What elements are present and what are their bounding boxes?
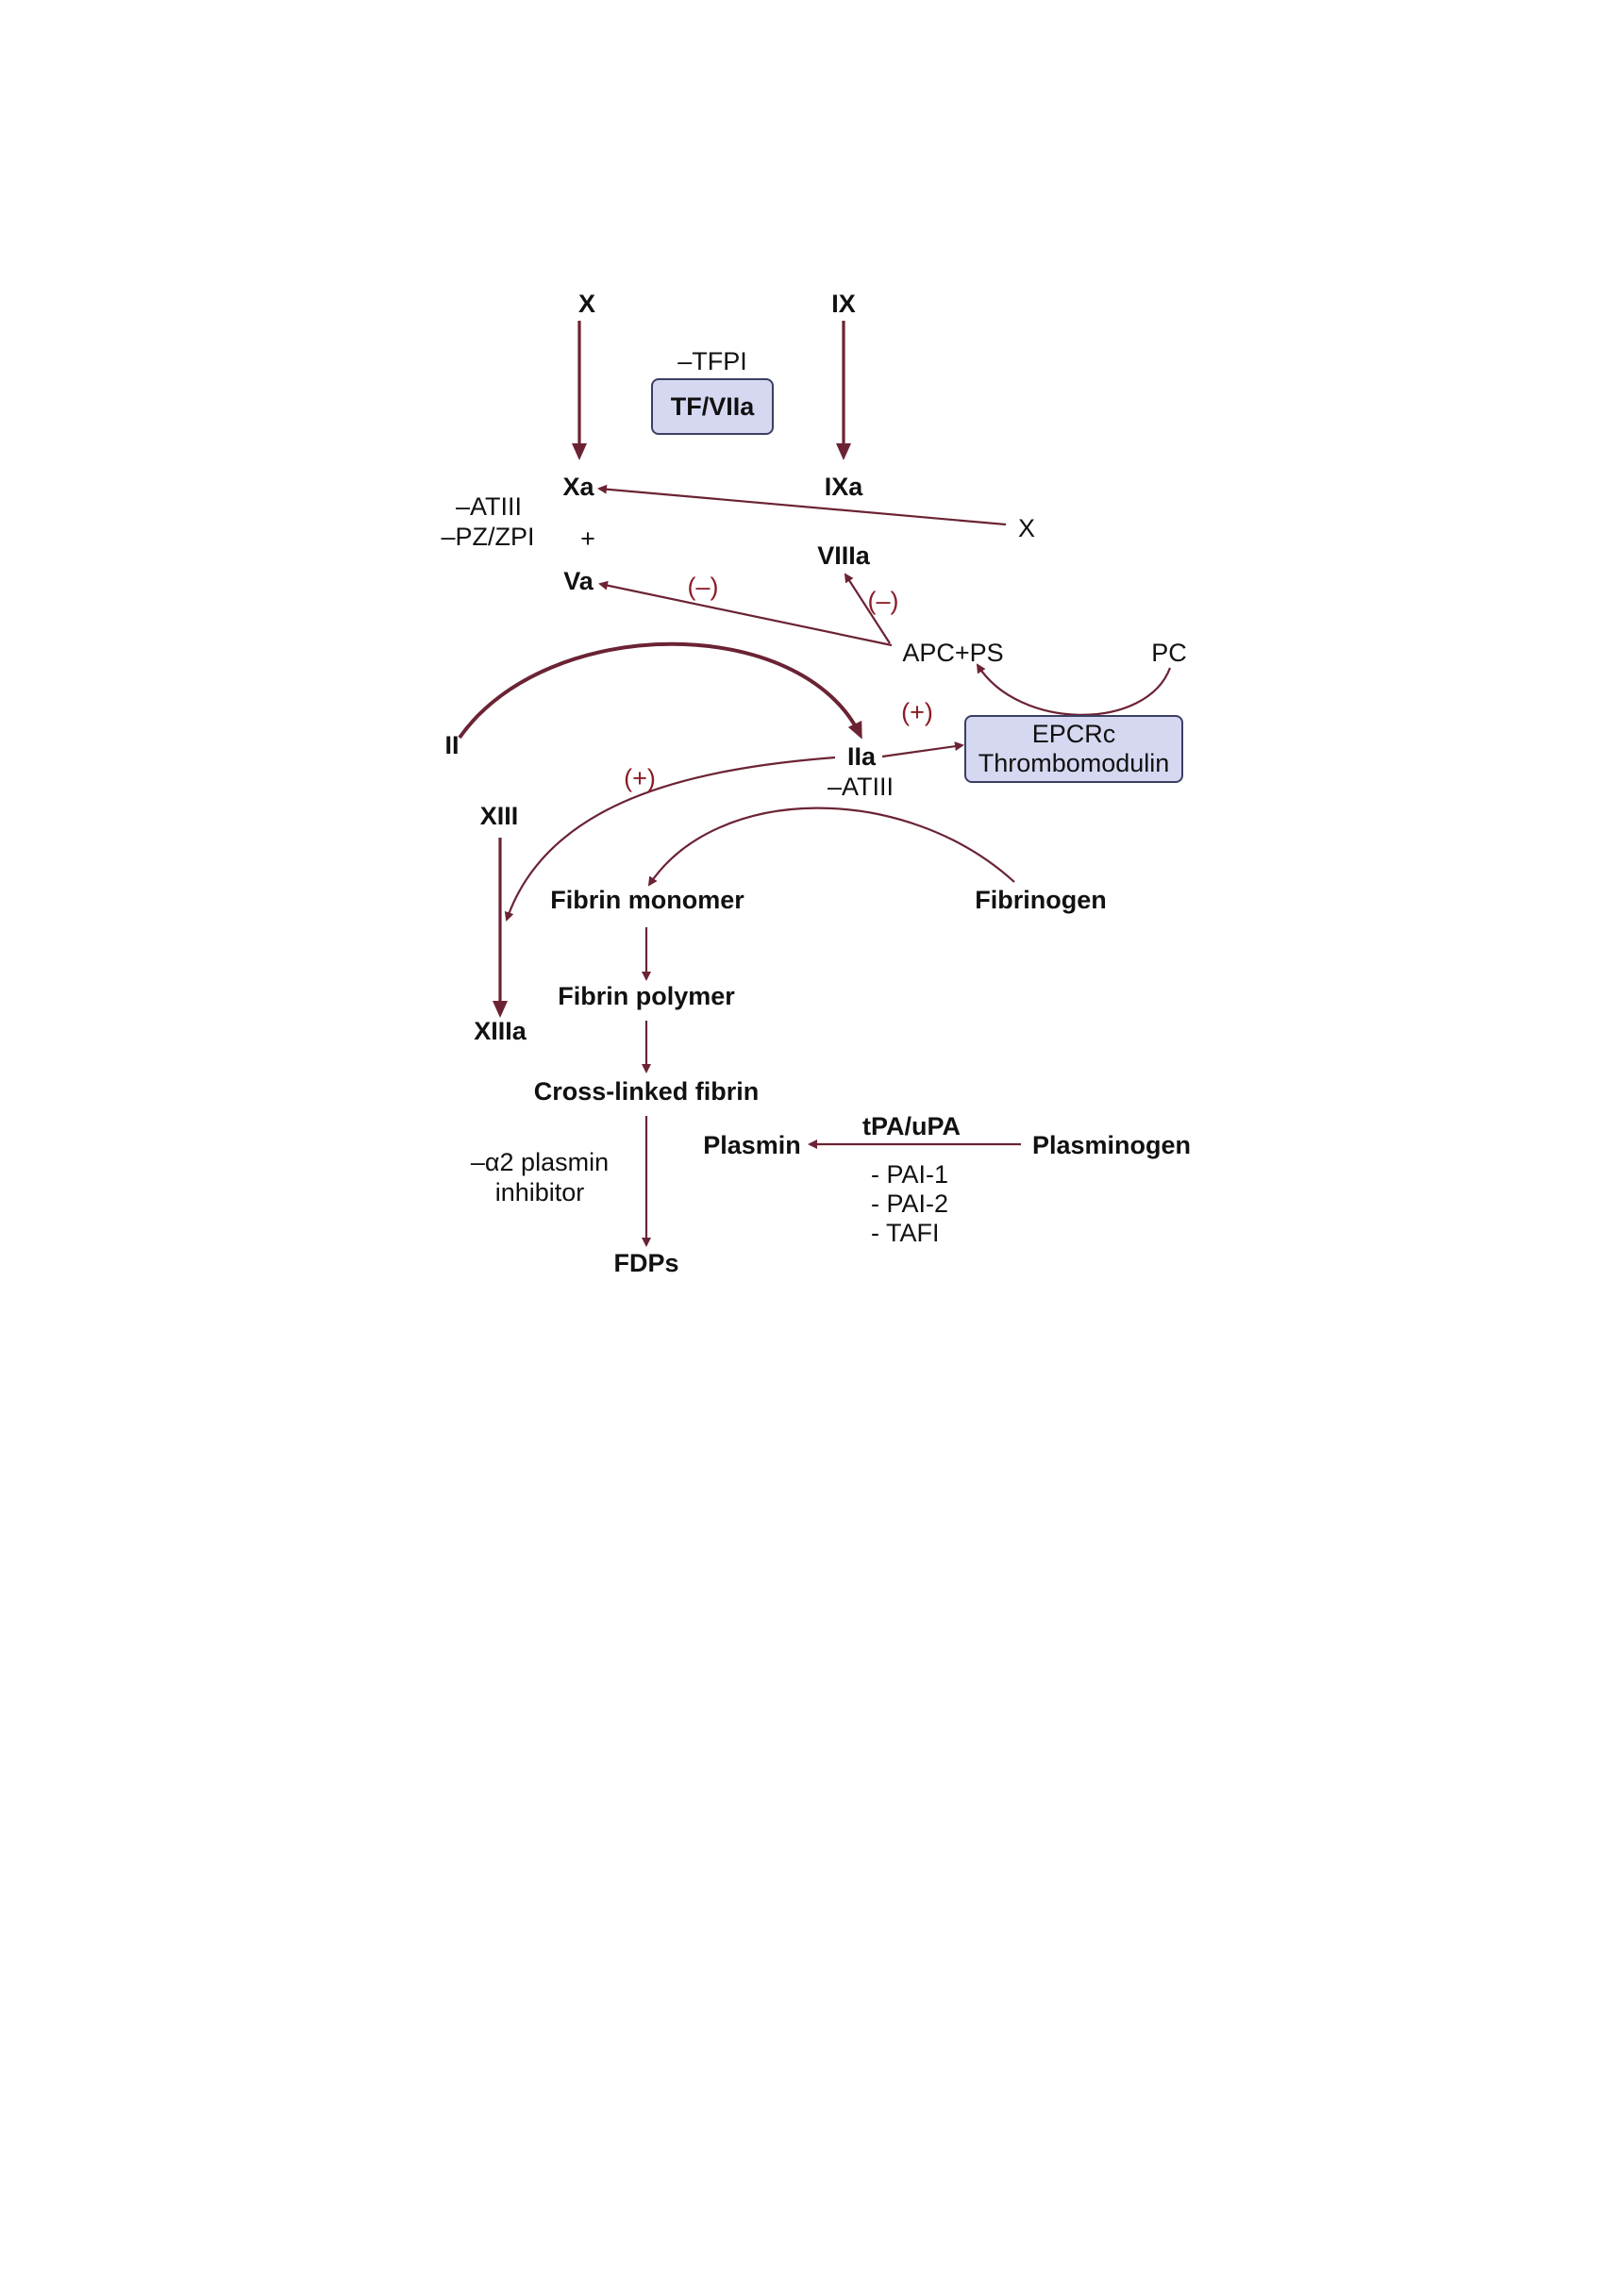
protein-c-label: PC — [1151, 639, 1187, 667]
factor-ixa-label: IXa — [824, 473, 863, 501]
inhibition-sign-va: (–) — [687, 573, 719, 601]
arrow-x-to-xa-horizontal — [597, 484, 1007, 526]
arrow-apcps-to-viiia — [844, 573, 891, 644]
alpha2-plasmin-inhibitor-label: –α2 plasmin — [470, 1148, 610, 1176]
fibrin-monomer-label: Fibrin monomer — [550, 886, 744, 914]
curve-pc-to-apcps — [976, 663, 1172, 716]
inhibition-sign-viiia: (–) — [867, 587, 899, 615]
fibrinogen-label: Fibrinogen — [975, 886, 1107, 914]
tfpi-inhibitor-label: –TFPI — [677, 347, 747, 375]
epcr-label: EPCRc — [1031, 720, 1116, 748]
tf-viia-label: TF/VIIa — [670, 391, 755, 421]
pz-zpi-inhibitor-label: –PZ/ZPI — [441, 523, 535, 551]
epcr-thrombomodulin-box: EPCRc Thrombomodulin — [964, 715, 1183, 783]
arrow-apcps-to-va — [598, 580, 893, 647]
plus-sign-label: + — [580, 524, 595, 553]
factor-viiia-label: VIIIa — [817, 541, 870, 570]
atiii-inhibitor-label: –ATIII — [455, 492, 523, 521]
alpha2-inhibitor-line2-label: inhibitor — [494, 1178, 585, 1206]
plasmin-label: Plasmin — [703, 1131, 801, 1159]
thrombin-iia-label: IIa — [846, 742, 877, 771]
curve-ii-to-iia — [458, 641, 862, 740]
apc-ps-label: APC+PS — [902, 639, 1004, 667]
factor-xa-label: Xa — [562, 473, 594, 501]
tafi-inhibitor-label: - TAFI — [871, 1219, 940, 1247]
curve-fibrinogen-to-monomer — [647, 807, 1015, 887]
fibrin-polymer-label: Fibrin polymer — [558, 982, 735, 1010]
factor-x-right-label: X — [1017, 514, 1036, 542]
activation-sign-xiiia: (+) — [624, 764, 656, 792]
curve-iia-to-xiiia — [504, 756, 836, 922]
pai2-inhibitor-label: - PAI-2 — [871, 1190, 949, 1218]
arrow-iia-to-epcr — [881, 741, 964, 758]
cross-linked-fibrin-label: Cross-linked fibrin — [533, 1077, 760, 1106]
thrombomodulin-label: Thrombomodulin — [978, 749, 1170, 777]
tpa-upa-label: tPA/uPA — [862, 1112, 961, 1140]
pai1-inhibitor-label: - PAI-1 — [871, 1160, 949, 1189]
factor-va-label: Va — [563, 567, 594, 595]
factor-x-label: X — [577, 290, 596, 318]
plasminogen-label: Plasminogen — [1031, 1131, 1192, 1159]
prothrombin-ii-label: II — [444, 731, 460, 759]
factor-ix-label: IX — [831, 290, 856, 318]
tf-viia-box: TF/VIIa — [651, 378, 774, 435]
factor-xiiia-label: XIIIa — [474, 1017, 527, 1045]
factor-xiii-label: XIII — [479, 802, 519, 830]
activation-sign-epcr: (+) — [901, 698, 933, 726]
atiii-thrombin-inhibitor-label: –ATIII — [827, 773, 895, 801]
fdps-label: FDPs — [613, 1249, 679, 1277]
